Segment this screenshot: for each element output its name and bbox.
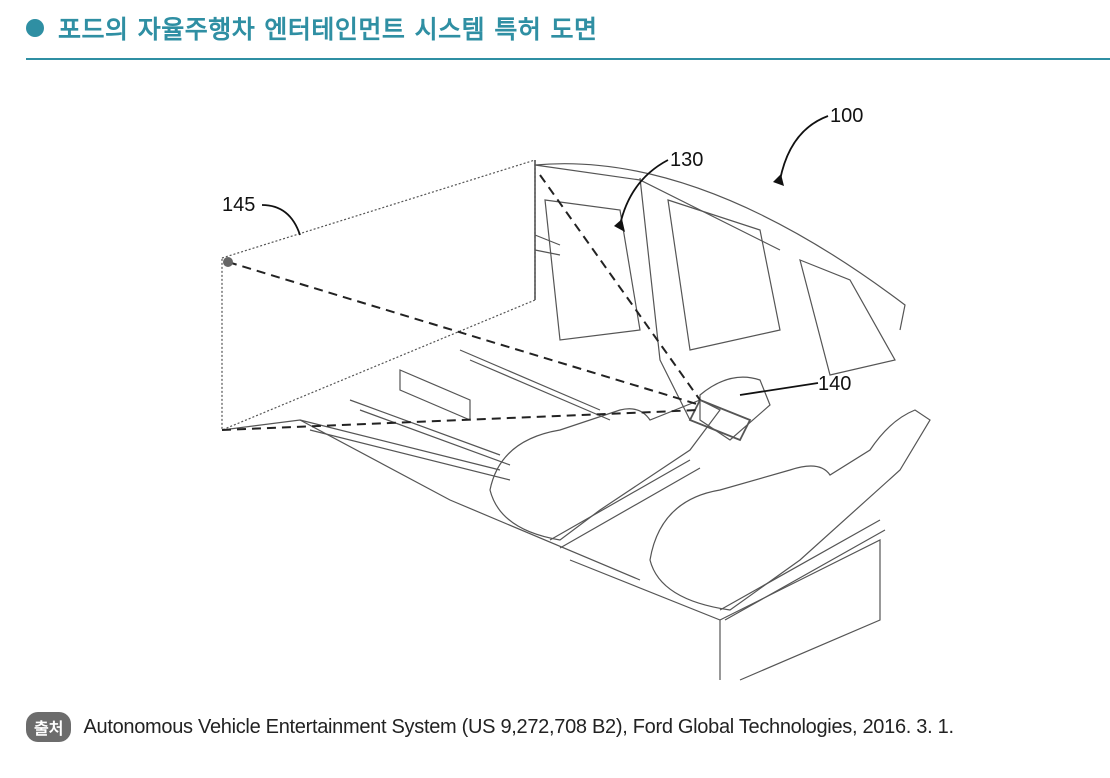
projection-beam-top <box>227 261 701 406</box>
label-100: 100 <box>830 105 863 127</box>
label-140: 140 <box>818 373 851 395</box>
arrowhead-130 <box>614 219 625 232</box>
front-seat <box>489 399 721 541</box>
floor-rail <box>299 419 511 481</box>
arrowhead-100 <box>773 174 784 186</box>
bullet-icon <box>26 19 44 37</box>
projection-screen <box>221 159 536 431</box>
leader-100 <box>779 115 829 181</box>
leader-130 <box>619 159 669 226</box>
label-145: 145 <box>222 194 255 216</box>
screen-focus-point <box>223 257 233 267</box>
rear-seat <box>649 409 931 611</box>
projector <box>688 398 752 442</box>
label-130: 130 <box>670 149 703 171</box>
patent-figure: 100 130 145 140 <box>0 62 1110 692</box>
vehicle-body <box>534 163 906 331</box>
source-citation: Autonomous Vehicle Entertainment System … <box>83 715 954 738</box>
title-row: 포드의 자율주행차 엔터테인먼트 시스템 특허 도면 <box>26 8 598 48</box>
page-title: 포드의 자율주행차 엔터테인먼트 시스템 특허 도면 <box>58 15 598 44</box>
source-badge: 출처 <box>26 712 72 742</box>
leader-140 <box>739 382 819 396</box>
projection-beam-display <box>539 174 701 401</box>
leader-145 <box>261 204 301 236</box>
source-row: 출처 Autonomous Vehicle Entertainment Syst… <box>26 712 954 742</box>
projection-beam-bottom <box>221 409 701 431</box>
title-divider <box>26 58 1110 60</box>
